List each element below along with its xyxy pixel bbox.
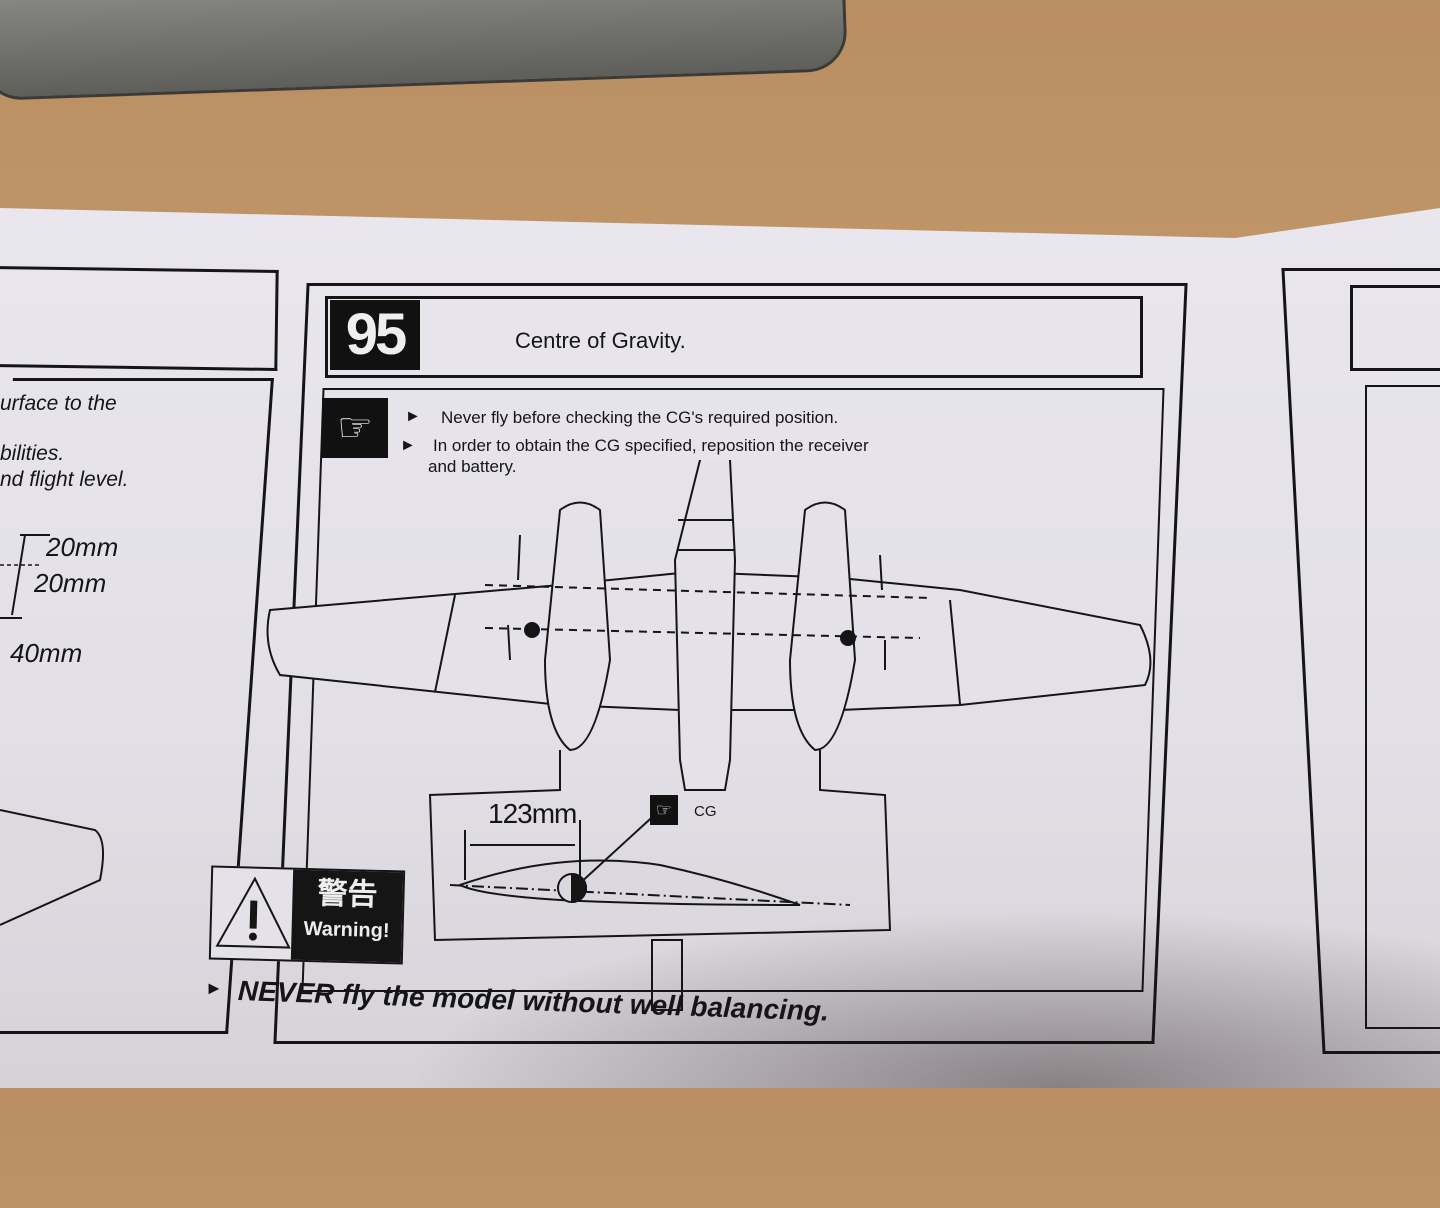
metal-tray bbox=[0, 0, 848, 102]
warning-triangle-icon bbox=[215, 876, 291, 949]
arrow-bullet-icon: ► bbox=[400, 437, 416, 454]
left-text-line: urface to the bbox=[0, 392, 117, 415]
warning-chinese: 警告 bbox=[317, 877, 378, 912]
airplane-top-view-diagram bbox=[266, 460, 1152, 1011]
left-title-box bbox=[0, 265, 279, 372]
left-text-line: nd flight level. bbox=[0, 468, 129, 491]
pointing-hand-icon: ☞ bbox=[322, 398, 388, 458]
instruction-line: Never fly before checking the CG's requi… bbox=[441, 408, 839, 427]
right-content-box bbox=[1365, 385, 1440, 1029]
right-title-box bbox=[1350, 285, 1440, 371]
pointing-hand-icon: ☞ bbox=[650, 795, 678, 825]
instruction-line: and battery. bbox=[428, 457, 517, 476]
warning-badge: 警告 Warning! bbox=[208, 865, 406, 965]
dimension-arrows bbox=[0, 534, 50, 619]
warning-label-box: 警告 Warning! bbox=[290, 869, 404, 963]
arrow-bullet-icon: ► bbox=[205, 978, 223, 998]
step-title-box bbox=[325, 296, 1143, 378]
cg-label: CG bbox=[694, 803, 717, 820]
dimension-label: 20mm bbox=[34, 568, 107, 598]
warning-english: Warning! bbox=[303, 917, 390, 943]
step-number: 95 bbox=[330, 300, 420, 370]
wing-sketch bbox=[0, 809, 105, 926]
dimension-label: 40mm bbox=[10, 638, 83, 668]
step-title: Centre of Gravity. bbox=[515, 328, 686, 353]
cg-distance-label: 123mm bbox=[488, 798, 577, 829]
dimension-label: 20mm bbox=[46, 532, 119, 562]
instruction-line: In order to obtain the CG specified, rep… bbox=[433, 436, 869, 455]
arrow-bullet-icon: ► bbox=[405, 408, 421, 425]
left-text-line: bilities. bbox=[0, 442, 65, 465]
